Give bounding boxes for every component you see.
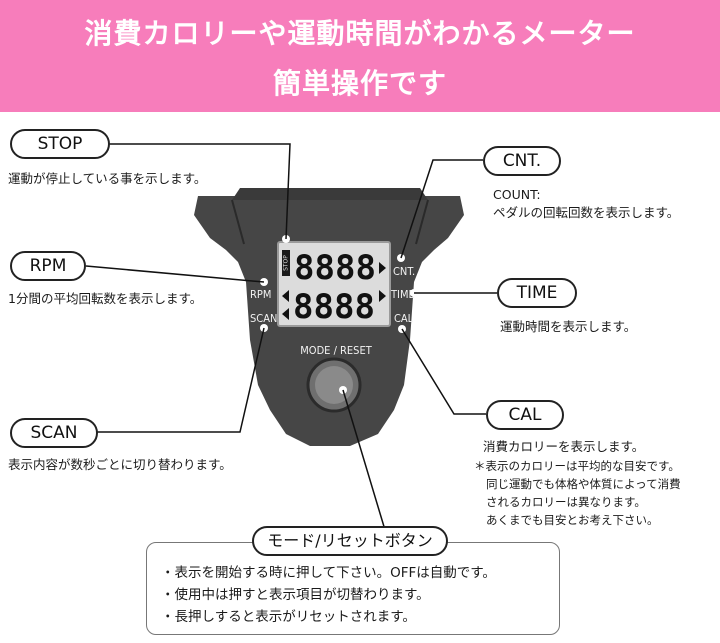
cnt-label: CNT. — [483, 146, 561, 176]
lcd-bottom-left-arrow — [282, 290, 289, 302]
banner-title-line2: 簡単操作です — [272, 67, 447, 100]
title-banner: 消費カロリーや運動時間がわかるメーター 簡単操作です — [0, 0, 720, 112]
lcd-bottom-left-arrow-2 — [282, 308, 289, 320]
cal-note-line4: あくまでも目安とお考え下さい。 — [486, 513, 659, 527]
mode-reset-bullet-3: ・長押しすると表示がリセットされます。 — [161, 609, 416, 625]
cal-leader — [401, 328, 486, 415]
mode-reset-bullet-1: ・表示を開始する時に押して下さい。OFFは自動です。 — [161, 565, 496, 581]
device-label-time: TIME — [390, 288, 415, 301]
mode-reset-bullet-2: ・使用中は押すと表示項目が切替わります。 — [161, 587, 430, 603]
lcd-screen — [277, 241, 391, 327]
device-label-mode-reset: MODE / RESET — [300, 344, 372, 357]
cal-description: 消費カロリーを表示します。 — [483, 439, 645, 454]
stop-label: STOP — [10, 129, 110, 159]
mode-reset-button-highlight — [315, 366, 353, 404]
stop-indicator — [282, 250, 290, 276]
meter-edge-left — [231, 199, 245, 245]
scan-leader — [97, 327, 265, 433]
stop-description: 運動が停止している事を示します。 — [8, 171, 207, 186]
banner-title-line1: 消費カロリーや運動時間がわかるメーター — [84, 17, 636, 50]
rpm-leader — [85, 265, 265, 283]
scan-description: 表示内容が数秒ごとに切り替わります。 — [8, 457, 232, 472]
mode-reset-description-box: ・表示を開始する時に押して下さい。OFFは自動です。 ・使用中は押すと表示項目が… — [146, 542, 560, 635]
lcd-top-right-arrow — [379, 262, 386, 274]
button-leader — [342, 389, 389, 541]
rpm-description: 1分間の平均回転数を表示します。 — [8, 291, 203, 306]
cal-label: CAL — [486, 400, 564, 430]
lcd-bottom-digits: 8888 — [293, 287, 375, 327]
device-label-rpm: RPM — [250, 288, 271, 301]
cal-note-line2: 同じ運動でも体格や体質によって消費 — [486, 477, 681, 491]
stop-leader — [109, 143, 291, 240]
meter-edge-right — [415, 199, 429, 245]
time-label: TIME — [497, 278, 577, 308]
cnt-leader — [400, 159, 483, 259]
mode-reset-label: モード/リセットボタン — [252, 526, 448, 556]
cal-note-line1: ＊表示のカロリーは平均的な目安です。 — [474, 459, 680, 473]
cnt-description-line1: COUNT: — [493, 187, 541, 202]
rpm-label: RPM — [10, 251, 86, 281]
time-description: 運動時間を表示します。 — [500, 319, 637, 334]
device-label-cal: CAL — [394, 312, 414, 325]
meter-top-bar — [232, 188, 428, 200]
device-label-cnt: CNT. — [393, 265, 415, 278]
scan-label: SCAN — [10, 418, 98, 448]
lcd-top-digits: 8888 — [294, 248, 376, 288]
cnt-description-line2: ペダルの回転回数を表示します。 — [493, 205, 680, 220]
stop-indicator-text: STOP — [283, 255, 290, 271]
cal-note-line3: されるカロリーは異なります。 — [486, 495, 646, 509]
lcd-top-row: STOP 8888 — [282, 248, 386, 288]
lcd-bottom-row: 8888 — [282, 287, 386, 327]
device-label-scan: SCAN — [250, 312, 277, 325]
lcd-bottom-right-arrow — [379, 290, 386, 302]
